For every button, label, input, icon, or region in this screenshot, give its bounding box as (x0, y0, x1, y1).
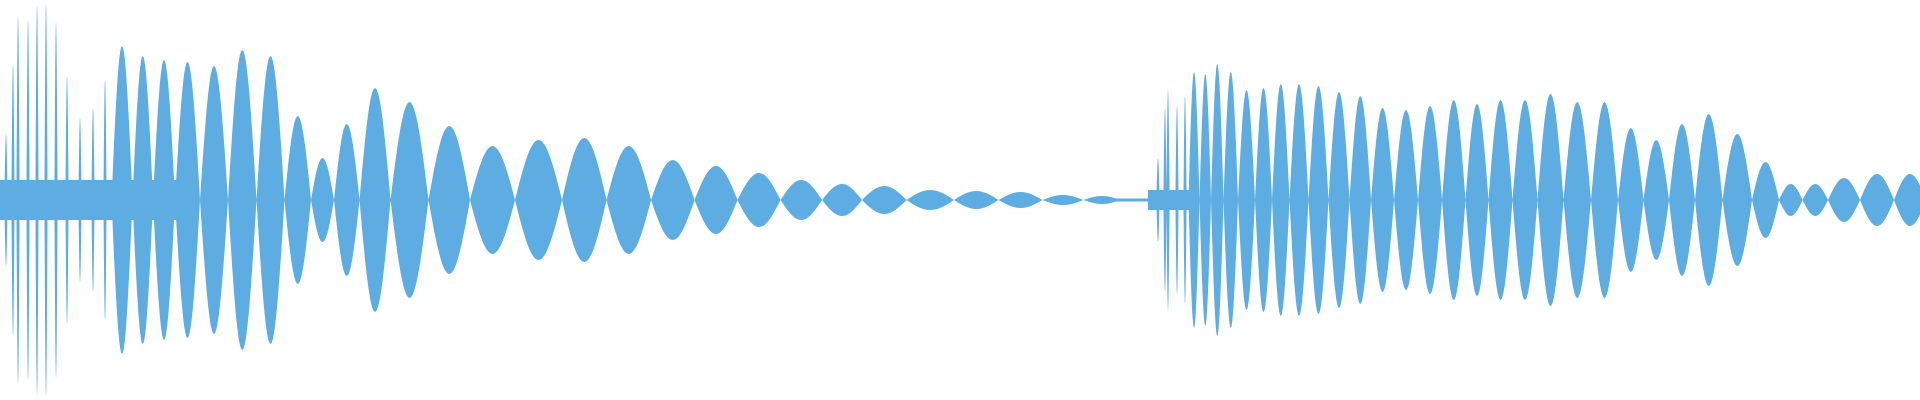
waveform-lobe (954, 191, 999, 209)
waveform-spike (26, 20, 30, 380)
waveform-lobe (1308, 86, 1329, 314)
waveform-lobe (256, 56, 285, 344)
waveform-lobe (1211, 64, 1224, 336)
waveform-lobe (562, 138, 607, 262)
waveform-spike (4, 134, 8, 266)
waveform-lobe (175, 62, 200, 338)
waveform-lobe (1618, 128, 1644, 272)
waveform-spike (78, 118, 82, 282)
waveform-lobe (737, 173, 781, 227)
waveform-lobe (651, 160, 695, 240)
waveform-lobe (1328, 92, 1350, 308)
waveform-lobe (998, 192, 1043, 208)
waveform-lobe (694, 166, 738, 234)
waveform-lobe (153, 60, 175, 340)
waveform-lobe (1779, 184, 1803, 216)
waveform-lobe (906, 190, 954, 210)
waveform-spike (35, 6, 39, 394)
waveform-lobe (1289, 84, 1309, 316)
waveform-lobe (1752, 162, 1779, 238)
waveform-lobe (1442, 100, 1466, 300)
waveform-lobe (132, 56, 153, 344)
waveform-lobe (1537, 94, 1564, 306)
waveform-lobe (1418, 106, 1442, 294)
waveform-lobe (200, 66, 228, 334)
waveform-lobe (1371, 108, 1394, 292)
waveform-spike (1163, 108, 1167, 292)
waveform-lobe (822, 184, 862, 216)
waveform-lobe (1860, 174, 1894, 226)
waveform-spike (54, 22, 58, 378)
waveform-lobe (228, 50, 257, 350)
waveform-lobe (1465, 104, 1489, 296)
waveform-lobe (470, 146, 515, 254)
waveform-spike (1156, 158, 1160, 242)
waveform-lobe (1188, 72, 1200, 328)
waveform-lobe (1199, 74, 1211, 326)
waveform-spike (1166, 90, 1170, 310)
waveform-spike (11, 64, 15, 336)
waveform-lobe (1802, 184, 1828, 216)
waveform-spike (1183, 96, 1187, 304)
waveform-lobe (1042, 195, 1084, 205)
waveform-spike (91, 108, 95, 292)
waveform-lobe (1349, 96, 1371, 304)
waveform-spike (103, 80, 107, 320)
waveform-lobe (1695, 114, 1723, 286)
waveform-base-band (1148, 190, 1195, 210)
waveform-lobe (1828, 178, 1860, 222)
waveform-lobe (1591, 102, 1618, 298)
waveform-lobe (284, 116, 311, 284)
waveform-lobe (1255, 88, 1272, 312)
waveform-lobe (428, 126, 470, 274)
waveform-lobe (1669, 124, 1695, 276)
waveform-spike (44, 4, 48, 396)
waveform-lobe (1563, 102, 1591, 298)
waveform-lobe (1238, 90, 1255, 310)
waveform-spike (65, 76, 69, 324)
waveform-lobe (111, 46, 133, 354)
waveform-lobe (606, 146, 651, 254)
waveform-lobe (1394, 110, 1418, 290)
waveform-lobe (862, 186, 907, 214)
waveform-lobe (1488, 100, 1513, 300)
waveform-lobe (515, 140, 562, 260)
waveform-lobe (1894, 174, 1920, 226)
waveform-lobe (390, 102, 429, 298)
waveform-lobe (780, 180, 822, 220)
waveform-lobe (334, 124, 360, 276)
waveform-lobe (359, 88, 391, 312)
waveform-lobe (1272, 84, 1290, 316)
waveform-lobe (1512, 100, 1538, 300)
waveform-lobe (1643, 140, 1669, 260)
waveform-lobe (1223, 72, 1238, 328)
waveform-spike (1175, 106, 1179, 294)
waveform-tail (1102, 198, 1148, 202)
waveform-spike (16, 16, 20, 384)
waveform-lobe (1722, 134, 1752, 266)
waveform-lobe (311, 158, 334, 242)
